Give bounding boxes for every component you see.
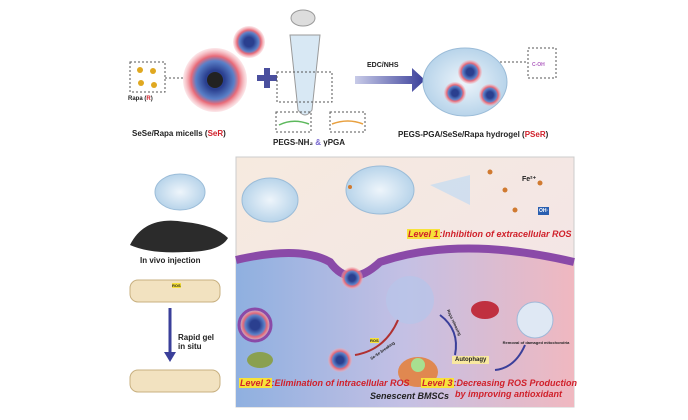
ros-badge: ROS — [370, 338, 379, 343]
ros-tag: ROS — [172, 283, 181, 288]
micelle-small — [233, 26, 265, 58]
fe-label: Fe²⁺ — [522, 176, 537, 183]
polymer-label: PEGS-NH₂ & γPGA — [273, 138, 346, 147]
bone-icon — [129, 279, 221, 393]
rapa-box — [129, 61, 166, 93]
micelle-core — [207, 72, 223, 88]
mitochondria-icon — [471, 301, 499, 319]
injection-label: In vivo injection — [140, 256, 201, 265]
micelle-label: SeSe/Rapa micells (SeR) — [132, 129, 226, 138]
autophagy-label: Autophagy — [452, 356, 490, 364]
mouse-icon — [130, 220, 228, 253]
endosome — [237, 307, 273, 343]
tube-icon — [289, 9, 321, 116]
removal-label: Removal of damaged mitochondria — [502, 340, 570, 345]
level3-label-2: by improving antioxidant — [455, 389, 563, 399]
rapa-molecules — [137, 67, 157, 88]
cell-label: Senescent BMSCs — [370, 391, 450, 401]
plus-icon — [257, 68, 277, 88]
broken-micelle — [386, 276, 434, 324]
cooh-label: C-OH — [532, 62, 545, 68]
reaction-arrow — [355, 68, 425, 92]
reaction-label: EDC/NHS — [367, 62, 399, 69]
level3-label: Level 3:Decreasing ROS Production — [421, 378, 578, 388]
hydrogel-cloud — [422, 47, 508, 117]
level1-label: Level 1:Inhibition of extracellular ROS — [407, 229, 572, 239]
funnel — [430, 175, 470, 205]
level2-label: Level 2:Elimination of intracellular ROS — [239, 378, 410, 388]
mitochondria-bubble — [516, 301, 554, 339]
oh-label: OH· — [538, 207, 550, 215]
cell-body — [236, 248, 574, 407]
cell-membrane — [235, 244, 575, 280]
hydrogel-label: PEGS-PGA/SeSe/Rapa hydrogel (PSeR) — [398, 130, 549, 139]
gel-label: Rapid gel in situ — [178, 333, 215, 351]
rapa-label: Rapa (R) — [128, 96, 153, 102]
left-hydrogel — [154, 173, 206, 211]
